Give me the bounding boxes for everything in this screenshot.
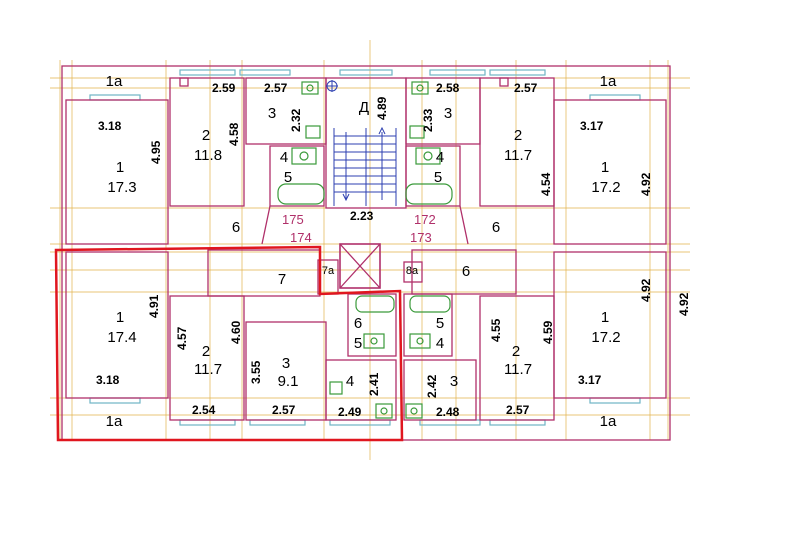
room-2-bottom-right-num: 2: [512, 343, 520, 360]
dim-label: 3.55: [249, 360, 263, 384]
room-1-top-right-num: 1: [601, 159, 609, 176]
dim-label: 2.33: [421, 108, 435, 132]
room-labels: 1a 1a 1a 1a 1 17.3 2 11.8 3 4 5 6 Д 3 4 …: [106, 73, 621, 430]
dim-label: 3.18: [96, 373, 120, 387]
mark-label: 173: [410, 230, 432, 245]
dim-label: 4.59: [541, 320, 555, 344]
apartment-highlight: [54, 245, 404, 442]
room-4-top-left-num: 4: [280, 149, 288, 166]
dim-label: 2.48: [436, 405, 460, 419]
room-5-top-right-num: 5: [434, 169, 442, 186]
dim-label: 2.57: [272, 403, 296, 417]
dim-label: 2.32: [289, 108, 303, 132]
room-6-bottom-left-num: 6: [354, 315, 362, 332]
dim-label: 4.58: [227, 122, 241, 146]
room-2-top-left-area: 11.8: [194, 147, 222, 164]
room-1a-top-left: 1a: [106, 73, 123, 90]
staircase: [326, 80, 397, 206]
room-3-bottom-left-num: 3: [282, 355, 290, 372]
room-1-bottom-left-area: 17.4: [107, 329, 136, 346]
room-3-top-left-num: 3: [268, 105, 276, 122]
room-6-bottom-right-num: 6: [462, 263, 470, 280]
room-7a-num: 7а: [322, 265, 335, 277]
room-2-top-right-num: 2: [514, 127, 522, 144]
room-5-top-left-num: 5: [284, 169, 292, 186]
landing-marks: 175 174 172 173: [282, 212, 436, 245]
room-1a-bottom-left: 1a: [106, 413, 123, 430]
dim-label: 2.58: [436, 81, 460, 95]
room-7-num: 7: [278, 271, 286, 288]
room-3-bottom-right-num: 3: [450, 373, 458, 390]
dim-label: 4.57: [175, 326, 189, 350]
plumbing-fixtures: [277, 81, 453, 419]
dim-label: 4.92: [639, 172, 653, 196]
room-5-bottom-left-num: 5: [354, 335, 362, 352]
dim-label: 4.54: [539, 172, 553, 196]
room-3-top-right-num: 3: [444, 105, 452, 122]
dim-label: 2.59: [212, 81, 236, 95]
dim-label: 2.41: [367, 372, 381, 396]
room-1a-top-right: 1a: [600, 73, 617, 90]
mark-label: 175: [282, 212, 304, 227]
dim-label: 2.57: [506, 403, 530, 417]
room-1-top-right-area: 17.2: [591, 179, 620, 196]
dim-label: 2.42: [425, 374, 439, 398]
room-D-num: Д: [359, 99, 369, 116]
room-1-top-left-area: 17.3: [107, 179, 136, 196]
room-4-bottom-right-num: 4: [436, 335, 444, 352]
room-4-top-right-num: 4: [436, 149, 444, 166]
mark-label: 174: [290, 230, 312, 245]
dim-label: 3.17: [578, 373, 602, 387]
room-1-bottom-left-num: 1: [116, 309, 124, 326]
dim-label: 2.57: [264, 81, 288, 95]
room-2-top-right-area: 11.7: [504, 147, 532, 164]
room-3-bottom-left-area: 9.1: [278, 373, 299, 390]
dim-label: 4.55: [489, 318, 503, 342]
mark-label: 172: [414, 212, 436, 227]
dimension-labels: 2.59 4.58 2.57 2.32 4.89 2.33 2.58 2.57 …: [96, 81, 691, 419]
room-4-bottom-left-num: 4: [346, 373, 354, 390]
dim-label: 4.91: [147, 294, 161, 318]
room-2-bottom-left-num: 2: [202, 343, 210, 360]
room-1-top-left-num: 1: [116, 159, 124, 176]
dim-label: 2.54: [192, 403, 216, 417]
dim-label: 2.23: [350, 209, 374, 223]
dim-label: 2.49: [338, 405, 362, 419]
room-2-bottom-right-area: 11.7: [504, 361, 532, 378]
dim-label: 4.92: [677, 292, 691, 316]
dim-label: 3.18: [98, 119, 122, 133]
dim-label: 4.92: [639, 278, 653, 302]
dim-label: 4.89: [375, 96, 389, 120]
room-1-bottom-right-num: 1: [601, 309, 609, 326]
dim-label: 2.57: [514, 81, 538, 95]
dim-label: 4.60: [229, 320, 243, 344]
room-8a-num: 8а: [406, 265, 419, 277]
room-5-bottom-right-num: 5: [436, 315, 444, 332]
room-2-bottom-left-area: 11.7: [194, 361, 222, 378]
dim-label: 3.17: [580, 119, 604, 133]
windows: [89, 69, 641, 426]
room-1a-bottom-right: 1a: [600, 413, 617, 430]
dim-label: 4.95: [149, 140, 163, 164]
room-6-top-left-num: 6: [232, 219, 240, 236]
room-2-top-left-num: 2: [202, 127, 210, 144]
room-1-bottom-right-area: 17.2: [591, 329, 620, 346]
room-6-top-right-num: 6: [492, 219, 500, 236]
